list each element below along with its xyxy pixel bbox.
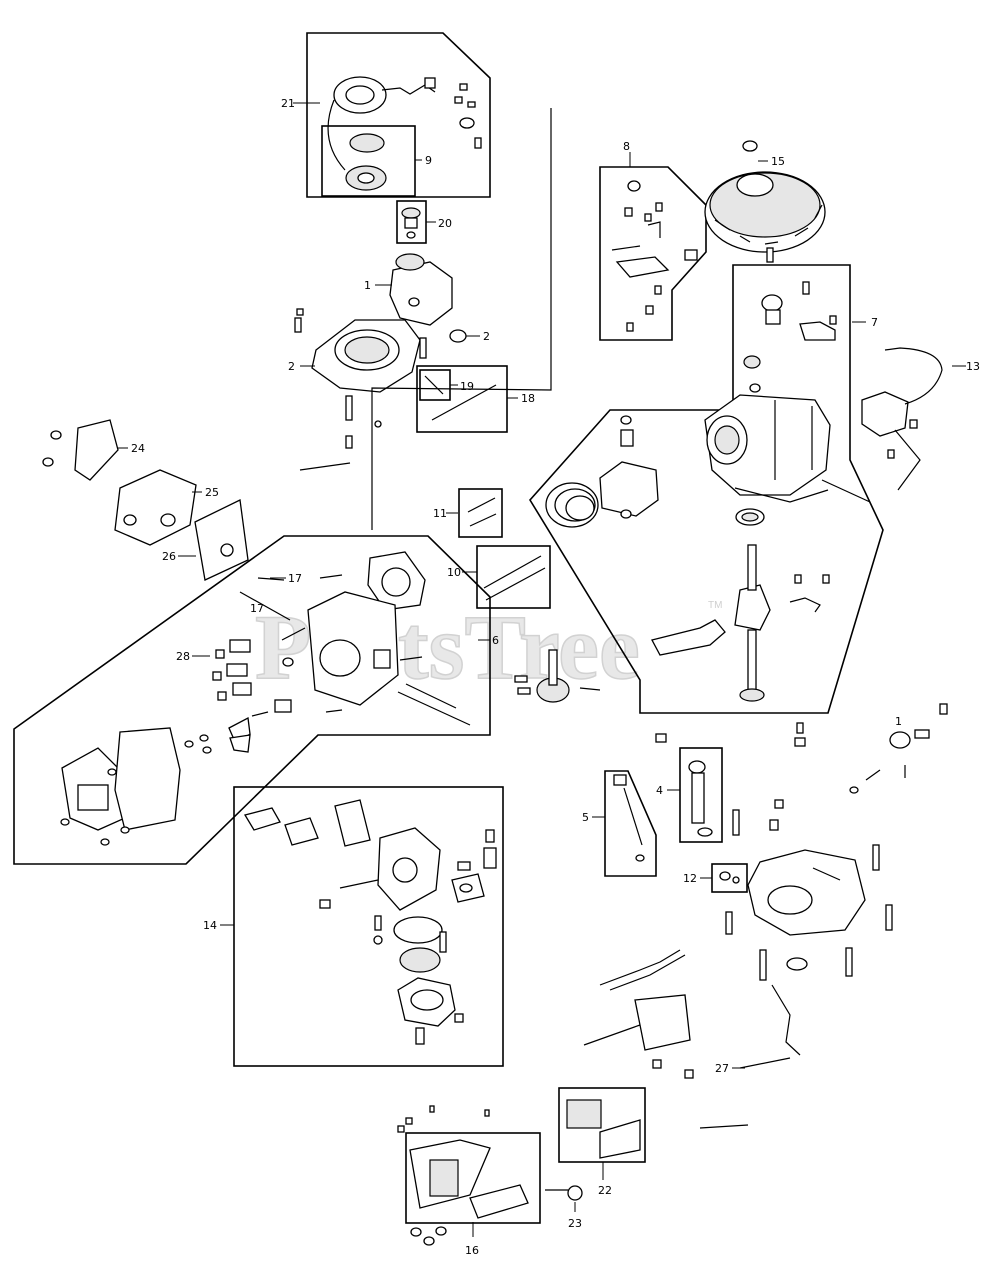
group-12-crankcase-cover: 12 <box>683 799 893 981</box>
callout-22: 22 <box>598 1184 612 1197</box>
guide-line-blower <box>371 108 552 530</box>
callout-18: 18 <box>521 392 535 405</box>
callout-25: 25 <box>205 486 219 499</box>
callout-16: 16 <box>465 1244 479 1257</box>
callout-19: 19 <box>460 380 474 393</box>
group-22-air-filter: 22 <box>558 1087 646 1197</box>
callout-14: 14 <box>203 919 217 932</box>
group-21-recoil-starter: 21 9 <box>281 32 491 198</box>
callout-9: 9 <box>425 154 432 167</box>
watermark-trademark: TM <box>708 600 722 611</box>
callout-2-housing: 2 <box>288 360 295 373</box>
flywheel-15: 15 <box>704 140 826 253</box>
callout-5: 5 <box>582 811 589 824</box>
callout-11: 11 <box>433 507 447 520</box>
callout-7: 7 <box>871 316 878 329</box>
callout-13: 13 <box>966 360 980 373</box>
callout-15: 15 <box>771 155 785 168</box>
callout-1: 1 <box>364 279 371 292</box>
group-7-engine-block: 7 13 <box>529 247 980 714</box>
callout-17-side: 17 <box>250 602 264 615</box>
callout-28: 28 <box>176 650 190 663</box>
callout-23: 23 <box>568 1217 582 1230</box>
group-14-carburetor: 14 <box>203 786 504 1067</box>
callout-6: 6 <box>492 634 499 647</box>
callout-27: 27 <box>715 1062 729 1075</box>
callout-1-governor: 1 <box>895 715 902 728</box>
callout-24: 24 <box>131 442 145 455</box>
linkage-27: 27 <box>583 949 801 1129</box>
callout-17-top: 17 <box>288 572 302 585</box>
callout-8: 8 <box>623 140 630 153</box>
group-10-pushrods: 10 <box>447 545 551 609</box>
callout-12: 12 <box>683 872 697 885</box>
callout-26: 26 <box>162 550 176 563</box>
group-4-5-dipstick: 4 5 <box>582 747 723 877</box>
callout-10: 10 <box>447 566 461 579</box>
group-11-valves: 11 <box>433 488 503 538</box>
group-18-linkage: 19 18 <box>416 365 535 433</box>
group-6-cylinder-head: 6 17 17 28 <box>13 535 601 865</box>
muffler-parts: 24 25 26 <box>42 419 249 581</box>
callout-4: 4 <box>656 784 663 797</box>
callout-20: 20 <box>438 217 452 230</box>
blower-housing-parts: 20 1 2 2 <box>288 200 490 471</box>
governor-parts: 1 <box>655 703 948 794</box>
callout-2-cover: 2 <box>483 330 490 343</box>
group-8-ignition-hardware: 8 <box>599 140 707 341</box>
callout-21: 21 <box>281 97 295 110</box>
group-16-air-cleaner: 16 23 <box>397 1105 583 1257</box>
